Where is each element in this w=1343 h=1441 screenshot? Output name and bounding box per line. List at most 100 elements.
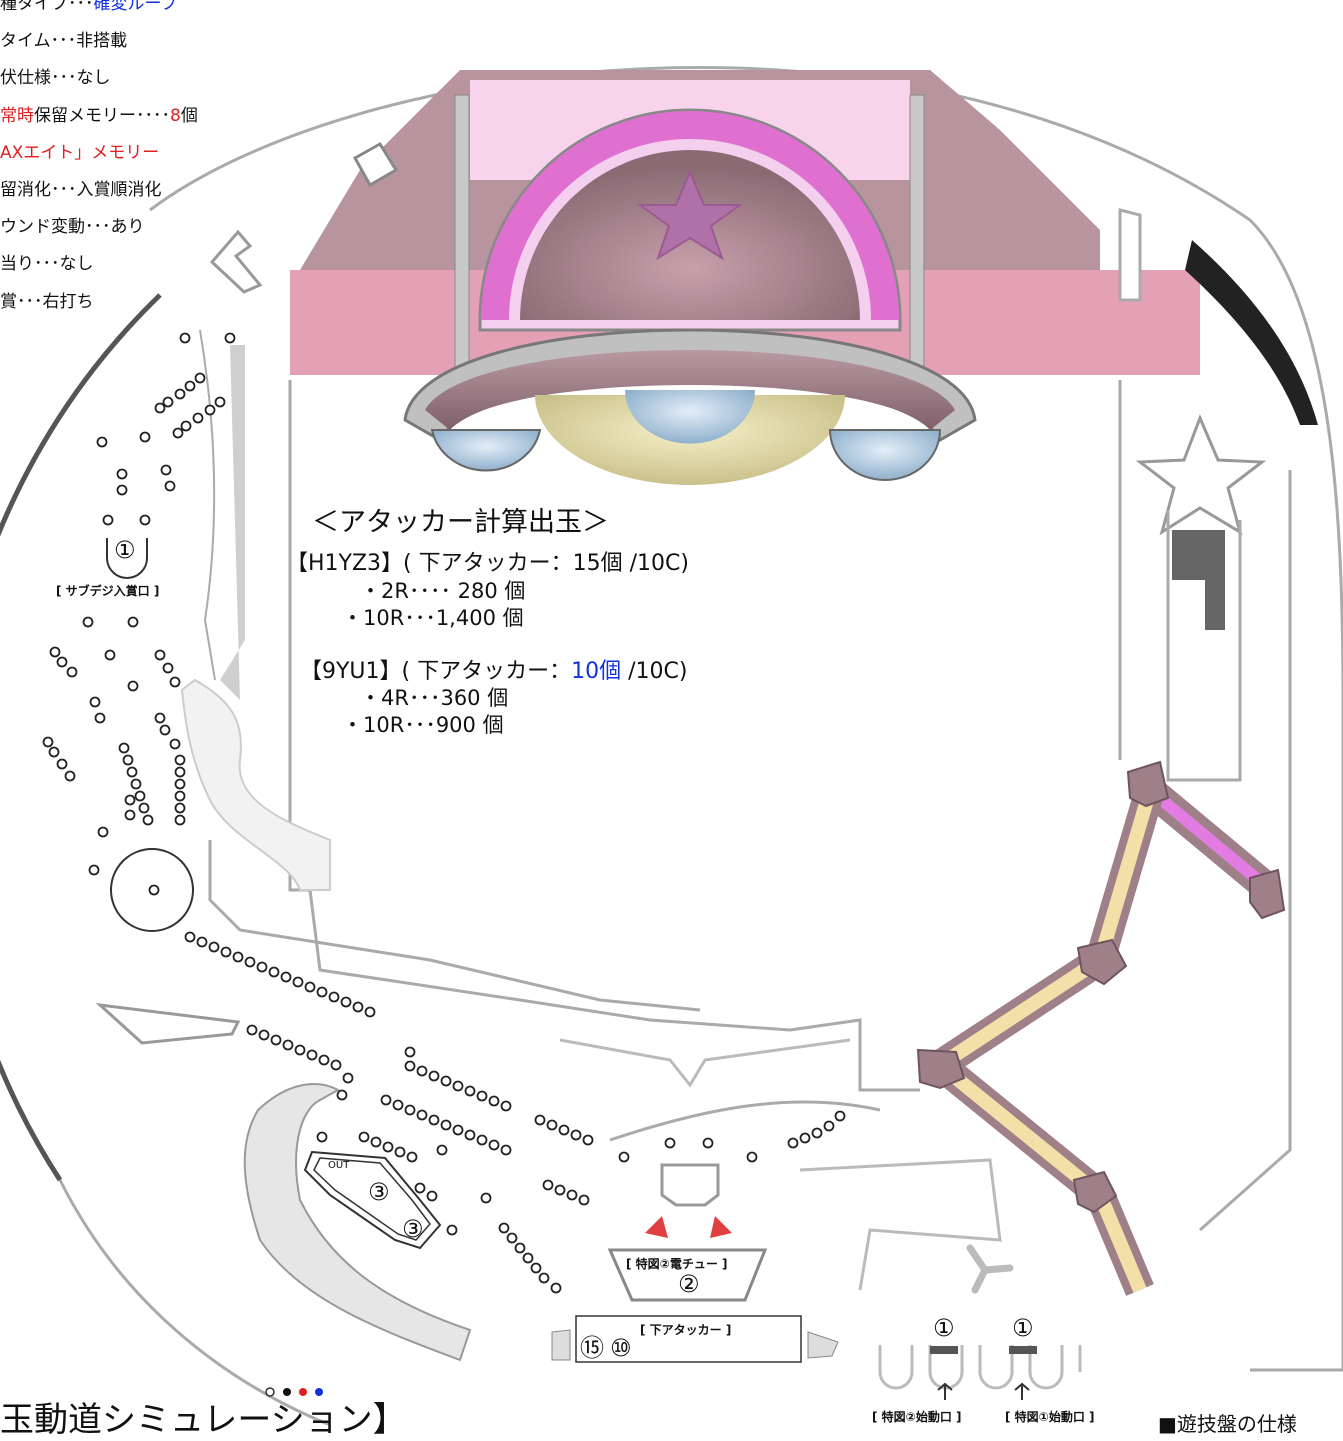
nail <box>787 1137 799 1149</box>
ball-black <box>283 1388 291 1396</box>
denchu-mark: ② <box>678 1270 700 1298</box>
nail <box>522 1252 534 1264</box>
nail <box>328 991 340 1003</box>
nail <box>542 1179 554 1191</box>
start1-label: [ 特図①始動口 ] <box>1005 1410 1095 1424</box>
nail <box>232 951 244 963</box>
nail <box>139 514 151 526</box>
start2-label: [ 特図②始動口 ] <box>872 1410 962 1424</box>
spec-text: ウンド変動･･･あり <box>0 217 145 238</box>
nail <box>823 1120 835 1132</box>
nail <box>214 396 226 408</box>
nail <box>174 814 186 826</box>
nail <box>174 754 186 766</box>
machine2-row-2: ・10R･･･900 個 <box>342 713 504 737</box>
spec-highlight: 確変ループ <box>93 0 178 14</box>
nail <box>138 802 150 814</box>
out-mark-2: ③ <box>402 1215 424 1243</box>
nail <box>500 1144 512 1156</box>
nail <box>174 778 186 790</box>
nail <box>48 746 60 758</box>
nail <box>488 1095 500 1107</box>
nail <box>358 1131 370 1143</box>
nail <box>96 436 108 448</box>
nail <box>102 514 114 526</box>
nail <box>66 666 78 678</box>
nail <box>97 826 109 838</box>
nail <box>364 1006 376 1018</box>
machine1-head: 【H1YZ3】( 下アタッカー：15個 /10C) <box>286 545 689 577</box>
nail <box>336 1089 348 1101</box>
nail <box>392 1099 404 1111</box>
nail <box>566 1189 578 1201</box>
nail <box>164 480 176 492</box>
nail <box>64 770 76 782</box>
start1-pocket <box>1009 1346 1037 1354</box>
nail <box>49 646 61 658</box>
sub-digi-mark: ① <box>114 536 136 564</box>
nail <box>154 649 166 661</box>
spec-line: 賞･･･右打ち <box>0 292 94 312</box>
nail <box>498 1222 510 1234</box>
spec-line: 伏仕様･･･なし <box>0 68 111 88</box>
nail <box>268 966 280 978</box>
nail <box>416 1065 428 1077</box>
machine2-head: 【9YU1】( 下アタッカー：10個 /10C) <box>300 653 687 685</box>
nail <box>292 976 304 988</box>
nail <box>530 1262 542 1274</box>
nail <box>464 1085 476 1097</box>
nail <box>162 396 174 408</box>
nail <box>159 724 171 736</box>
spec-text: 個 <box>180 105 198 126</box>
nail <box>116 484 128 496</box>
nail <box>194 372 206 384</box>
nail <box>224 332 236 344</box>
nail <box>179 332 191 344</box>
start2-mark: ① <box>933 1314 955 1342</box>
nail <box>578 1194 590 1206</box>
nail <box>406 1151 418 1163</box>
spec-highlight: 8 <box>170 105 181 126</box>
spec-line: 留消化･･･入賞順消化 <box>0 180 162 200</box>
nail <box>440 1119 452 1131</box>
lower-attacker-count-b: ⑩ <box>610 1334 632 1362</box>
nail <box>280 971 292 983</box>
nail <box>464 1129 476 1141</box>
nail <box>196 936 208 948</box>
nail <box>380 1094 392 1106</box>
nail <box>440 1075 452 1087</box>
nail <box>452 1124 464 1136</box>
out-zone <box>303 1150 442 1250</box>
nail <box>180 420 192 432</box>
nail <box>506 1232 518 1244</box>
spec-line: 常時保留メモリー････8個 <box>0 106 198 126</box>
blue-light-center <box>625 390 755 444</box>
nail <box>316 1131 328 1143</box>
nail <box>88 864 100 876</box>
nail <box>370 1136 382 1148</box>
nail <box>834 1110 846 1122</box>
nail <box>270 1034 282 1046</box>
nail <box>570 1129 582 1141</box>
nail <box>404 1104 416 1116</box>
star-icon <box>636 169 744 261</box>
nail <box>124 794 136 806</box>
nail <box>204 404 216 416</box>
board-outer-line <box>149 66 1343 701</box>
blue-light-left <box>430 429 542 472</box>
out-label: OUT <box>328 1160 350 1171</box>
nail <box>169 738 181 750</box>
nail <box>220 946 232 958</box>
nail <box>811 1127 823 1139</box>
denchu-wings <box>645 1216 732 1238</box>
nail <box>318 1054 330 1066</box>
machine1-tail: /10C) <box>622 551 689 576</box>
machine2-count: 10個 <box>571 659 622 684</box>
ball-red <box>299 1388 307 1396</box>
nail <box>174 388 186 400</box>
nail <box>258 1029 270 1041</box>
nail <box>174 790 186 802</box>
sub-digi-entry-cup <box>106 538 148 579</box>
nail <box>514 1242 526 1254</box>
nail <box>127 616 139 628</box>
